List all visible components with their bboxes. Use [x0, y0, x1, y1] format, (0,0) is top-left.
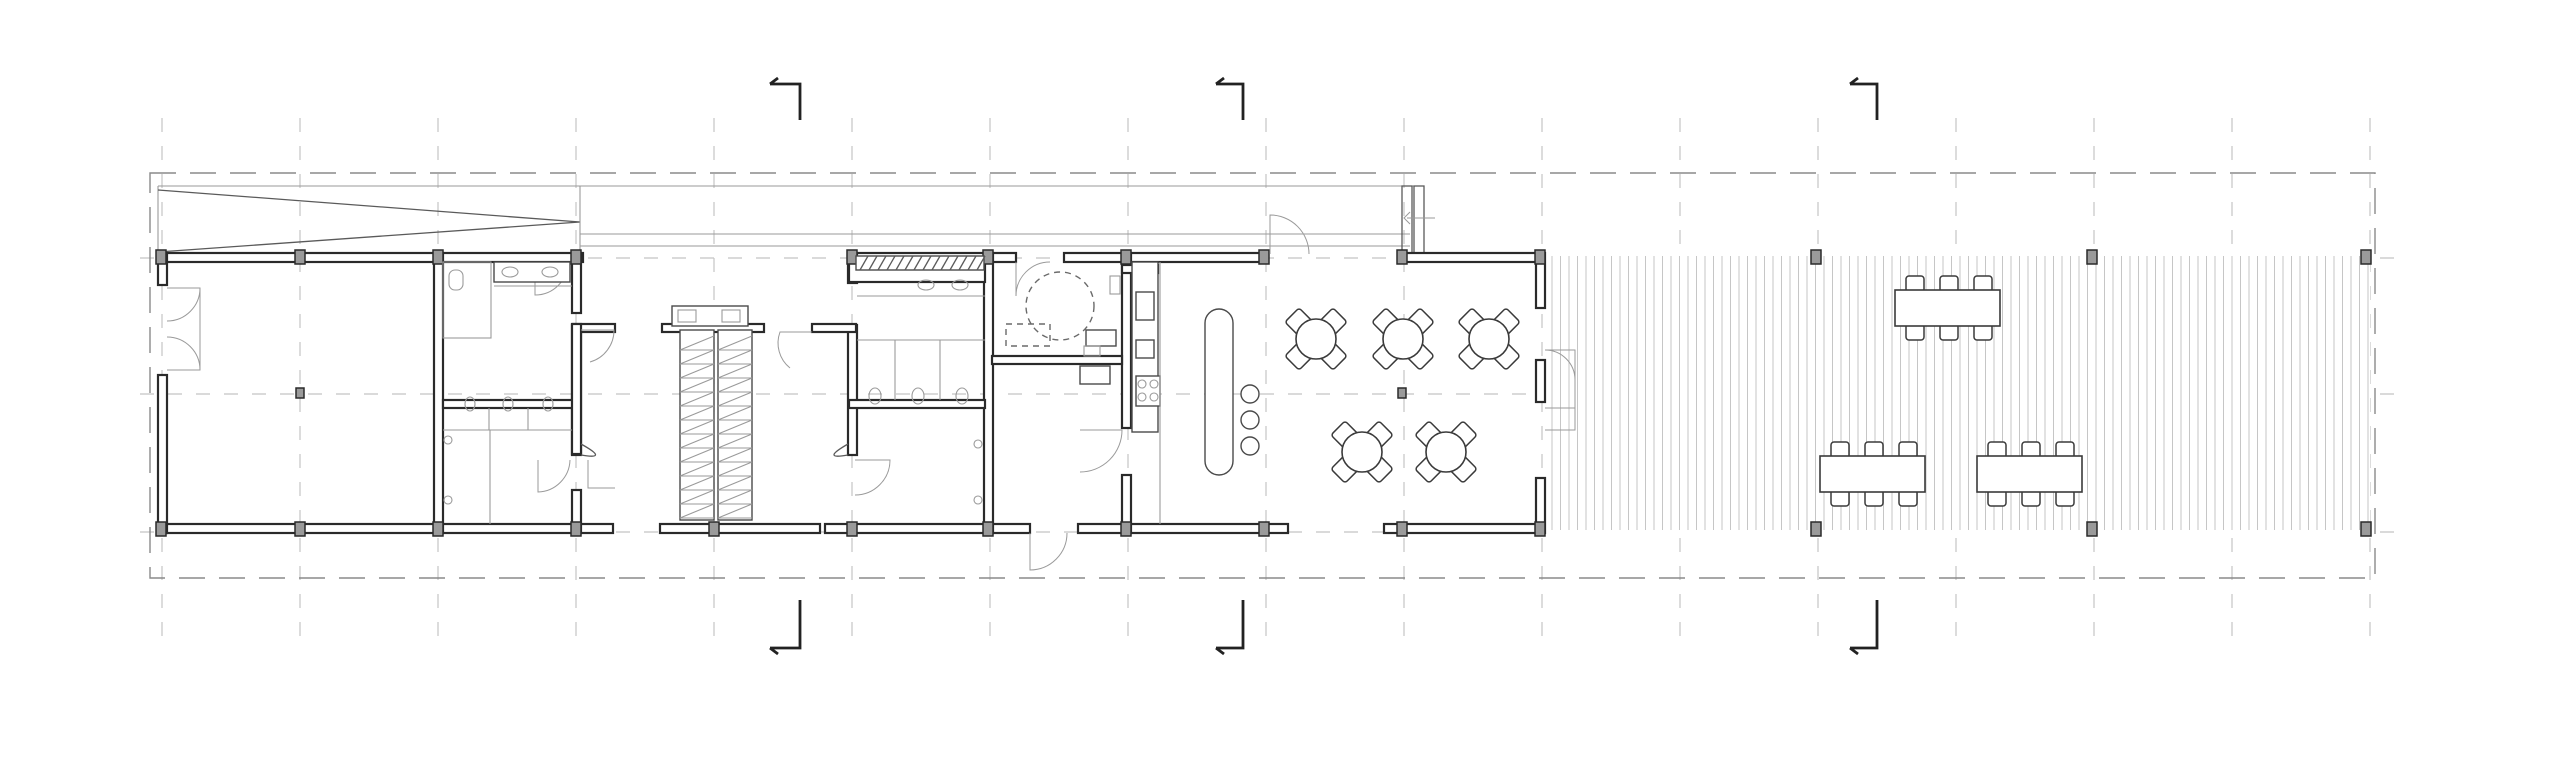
- round-table: [1458, 308, 1520, 370]
- round-table: [1415, 421, 1477, 483]
- stair: [671, 255, 986, 521]
- long-table: [1976, 441, 2083, 507]
- long-table: [1819, 441, 1926, 507]
- long-table: [1894, 275, 2001, 341]
- round-table: [1331, 421, 1393, 483]
- wc-fixtures-right: [857, 279, 985, 505]
- wc-fixtures-left: [442, 261, 572, 524]
- doors: [166, 214, 1576, 571]
- kitchen: [1005, 261, 1161, 524]
- columns: [155, 249, 2372, 537]
- round-table: [1285, 308, 1347, 370]
- roof-outline: [149, 172, 2376, 579]
- bar-counter: [1204, 308, 1260, 476]
- section-markers: [769, 76, 1879, 656]
- cafe-tables: [1285, 308, 1520, 483]
- terrace-tables: [1819, 275, 2083, 507]
- round-table: [1372, 308, 1434, 370]
- entrance-canopy: [157, 185, 1435, 255]
